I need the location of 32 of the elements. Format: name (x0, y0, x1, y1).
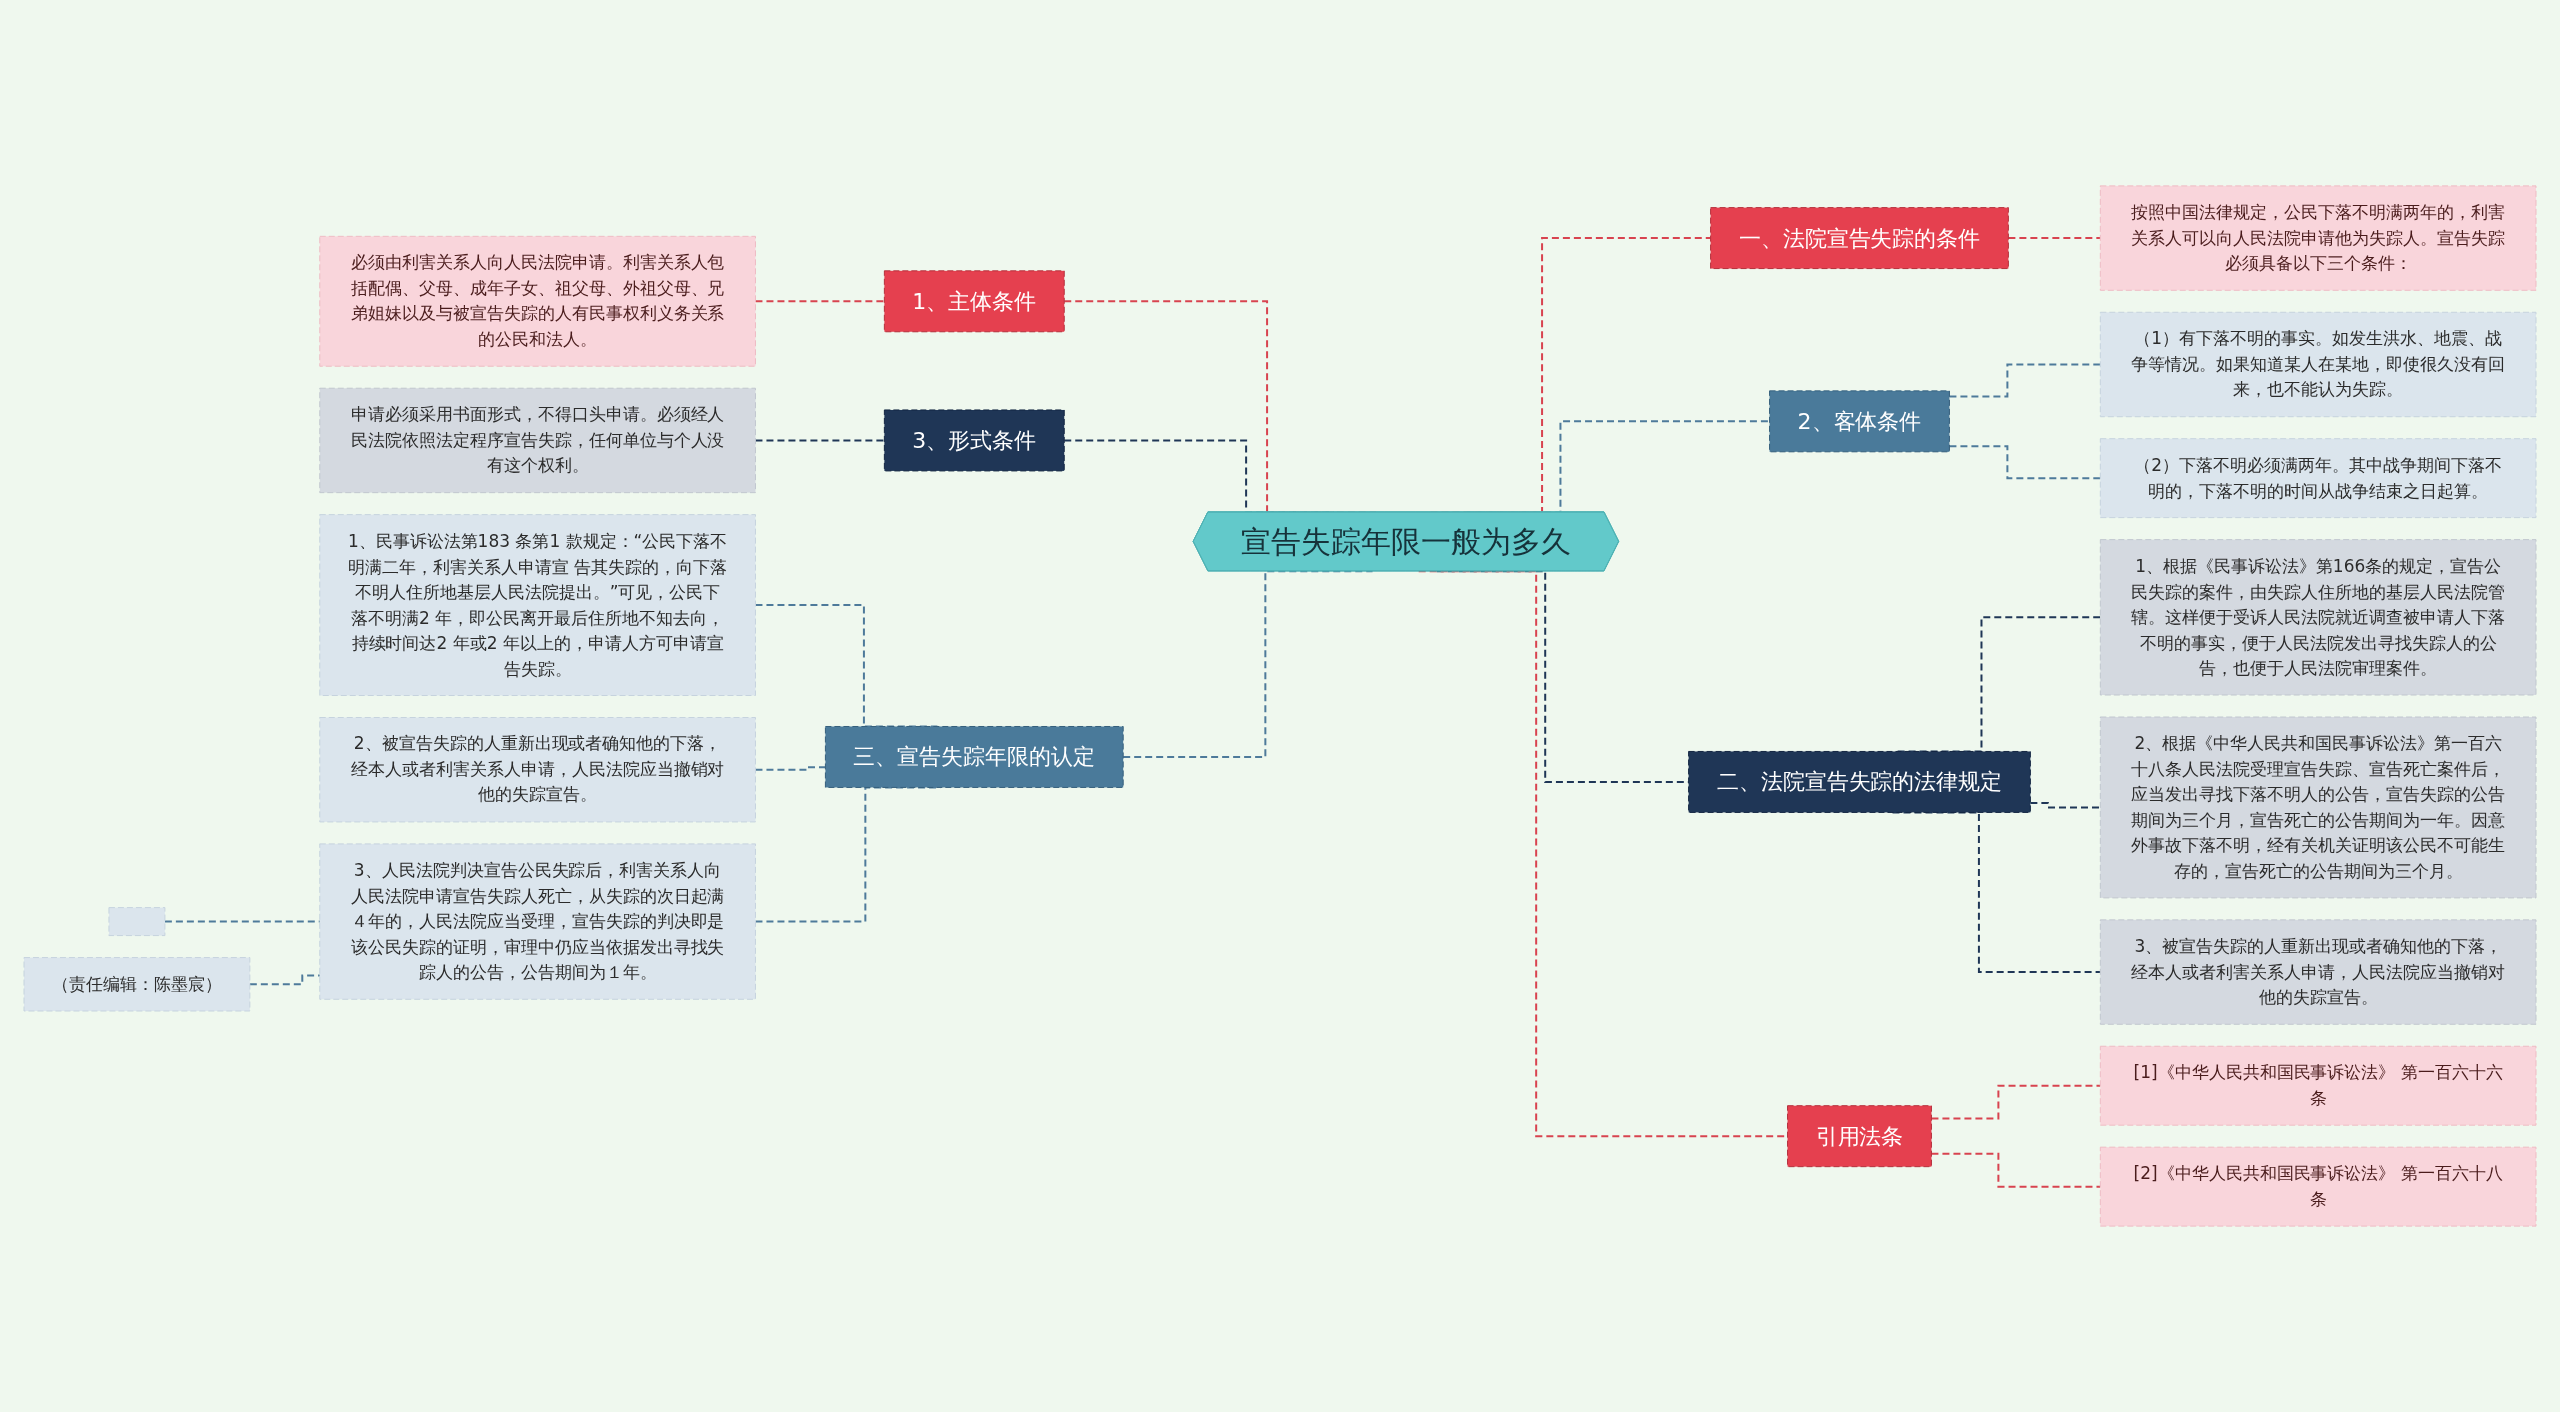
connector (754, 300, 886, 303)
node-box: 一、法院宣告失踪的条件 (1710, 207, 2009, 270)
connector (1122, 570, 1374, 758)
node-box: 按照中国法律规定，公民下落不明满两年的，利害关系人可以向人民法院申请他为失踪人。宣告失踪必须具备以下三个条件： (2099, 185, 2537, 291)
node-box: 1、主体条件 (883, 270, 1065, 333)
connector (1948, 445, 2102, 480)
node-box: 三、宣告失踪年限的认定 (824, 726, 1124, 788)
node-box: 2、被宣告失踪的人重新出现或者确知他的下落，经本人或者利害关系人申请，人民法院应当撤销对他的失踪宣告。 (319, 717, 756, 823)
node-box: [1]《中华人民共和国民事诉讼法》 第一百六十六条 (2099, 1045, 2537, 1126)
connector (1930, 1084, 2102, 1120)
node-box: （责任编辑：陈墨宸） (23, 957, 251, 1012)
node-box: （1）有下落不明的事实。如发生洪水、地震、战争等情况。如果知道某人在某地，即使很久没有回来，也不能认为失踪。 (2099, 311, 2537, 418)
node-box: 1、根据《民事诉讼法》第166条的规定，宣告公民失踪的案件，由失踪人住所地的基层人民法院管辖。这样便于受诉人民法院就近调查被申请人下落不明的事实，便于人民法院发出寻找失踪人的公告，也便于人民法院审理案件。 (2099, 539, 2537, 696)
node-box: 必须由利害关系人向人民法院申请。利害关系人包括配偶、父母、成年子女、祖父母、外祖父母、兄弟姐妹以及与被宣告失踪的人有民事权利义务关系的公民和法人。 (319, 235, 756, 367)
node-box: （2）下落不明必须满两年。其中战争期间下落不明的，下落不明的时间从战争结束之日起算。 (2099, 438, 2537, 519)
node-box: 2、根据《中华人民共和国民事诉讼法》第一百六十八条人民法院受理宣告失踪、宣告死亡案件后，应当发出寻找下落不明人的公告，宣告失踪的公告期间为三个月，宣告死亡的公告期间为一年。因意外事故下落不明，经有关机关证明该公民不可能生存的，宣告死亡的公告期间为三个月。 (2099, 716, 2537, 899)
node-box: 3、被宣告失踪的人重新出现或者确知他的下落，经本人或者利害关系人申请，人民法院应当撤销对他的失踪宣告。 (2099, 919, 2537, 1025)
connector (754, 439, 886, 442)
connector (1930, 1152, 2102, 1188)
connector (1948, 363, 2102, 398)
connector (754, 766, 827, 771)
connector (2029, 802, 2102, 809)
node-box: 申请必须采用书面形式，不得口头申请。必须经人民法院依照法定程序宣告失踪，任何单位与个人没有这个权利。 (319, 387, 756, 494)
node-box: [2]《中华人民共和国民事诉讼法》 第一百六十八条 (2099, 1146, 2537, 1227)
node-box: 二、法院宣告失踪的法律规定 (1688, 750, 2031, 813)
node-box (108, 907, 166, 937)
node-box: 引用法条 (1787, 1105, 1932, 1168)
connector (2007, 237, 2102, 240)
node-box: 3、人民法院判决宣告公民失踪后，利害关系人向人民法院申请宣告失踪人死亡，从失踪的次日起满４年的，人民法院应当受理，宣告失踪的判决即是该公民失踪的证明，审理中仍应当依据发出寻找失踪人的公告，公告期间为１年。 (319, 843, 756, 1000)
node-box: 1、民事诉讼法第183 条第1 款规定：“公民下落不明满二年，利害关系人申请宣 告其失踪的，向下落不明人住所地基层人民法院提出。”可见，公民下落不明满2 年，即公民离开最后住所地不知去向，持续时间达2 年或2 年以上的，申请人方可申请宣告失踪。 (319, 514, 756, 696)
node-box: 2、客体条件 (1769, 390, 1950, 453)
node-box: 3、形式条件 (883, 409, 1065, 472)
